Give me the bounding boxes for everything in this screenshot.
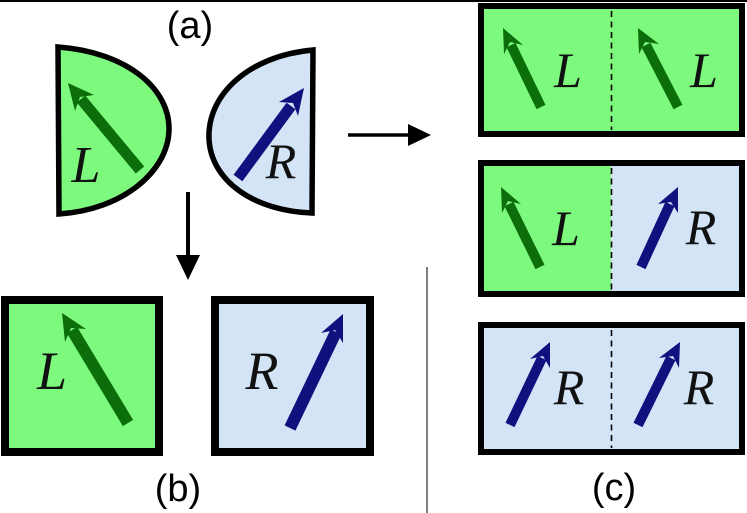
- panel-c-row2-left-spin-label: L: [551, 200, 580, 256]
- panel-c-row1-right-spin-arrow-head: [638, 28, 659, 54]
- panel-c-row1-right-spin-label: L: [689, 42, 718, 98]
- panel-a-left-spin-label: L: [71, 137, 101, 194]
- down-arrow-head: [176, 255, 200, 280]
- right-arrow-head: [408, 124, 431, 146]
- panel-b-left-square: [1, 296, 163, 456]
- panel-a-right-spin-arrow-head: [279, 88, 304, 116]
- panel-a-right-half-disk: [206, 46, 316, 216]
- down-arrow: [176, 192, 200, 280]
- panel-b-left-spin-label: L: [36, 341, 67, 401]
- panel-b-right-square: [211, 296, 374, 456]
- panel-c-row2-left-spin-arrow-shaft: [504, 201, 545, 270]
- panel-c-row3-right-spin-label: R: [683, 359, 715, 415]
- panel-c-row3-right-spin-arrow-shaft: [633, 355, 676, 428]
- panel-c-row2-right-spin-arrow-shaft: [636, 201, 675, 270]
- right-arrow: [348, 124, 431, 146]
- panel-c-row2-left-half-fill: [481, 163, 612, 294]
- panel-c-row2-box: [478, 160, 745, 297]
- panel-c-row2-right-spin-arrow-head: [658, 187, 678, 213]
- panel-b-right-spin-arrow-shaft: [284, 329, 342, 431]
- panel-c-row2-left-spin-arrow-head: [501, 187, 521, 213]
- panel-c-row1-left-spin-arrow-head: [503, 28, 523, 54]
- panel-a-left-spin-arrow-shaft: [76, 95, 145, 174]
- panel-b-label: (b): [155, 468, 201, 510]
- panel-a-label: (a): [167, 5, 213, 47]
- panel-c-row1-right-spin-arrow-shaft: [641, 42, 683, 110]
- panel-c-row1-left-spin-label: L: [553, 42, 582, 98]
- panel-c-row3-left-spin-label: R: [553, 359, 585, 415]
- panel-a-left-spin-arrow-head: [68, 83, 94, 111]
- panel-b-left-spin-arrow-head: [62, 313, 86, 342]
- panel-c-row2-right-half-fill: [611, 163, 742, 294]
- panel-b-right-spin-arrow-head: [321, 314, 343, 343]
- panel-c-row1-left-spin-arrow-shaft: [506, 42, 546, 110]
- panel-b-right-spin-label: R: [245, 341, 279, 401]
- panel-c-row3-left-spin-arrow-shaft: [505, 355, 547, 428]
- panel-c-label: (c): [592, 467, 636, 509]
- panel-a-right-spin-arrow-shaft: [233, 102, 296, 182]
- panel-b-left-spin-arrow-shaft: [66, 326, 134, 427]
- panel-c-row3-left-spin-arrow-head: [530, 342, 550, 368]
- panel-a-right-spin-label: R: [265, 133, 297, 189]
- panel-c-row3-right-spin-arrow-head: [659, 342, 680, 368]
- panel-c-row2-right-spin-label: R: [685, 199, 717, 255]
